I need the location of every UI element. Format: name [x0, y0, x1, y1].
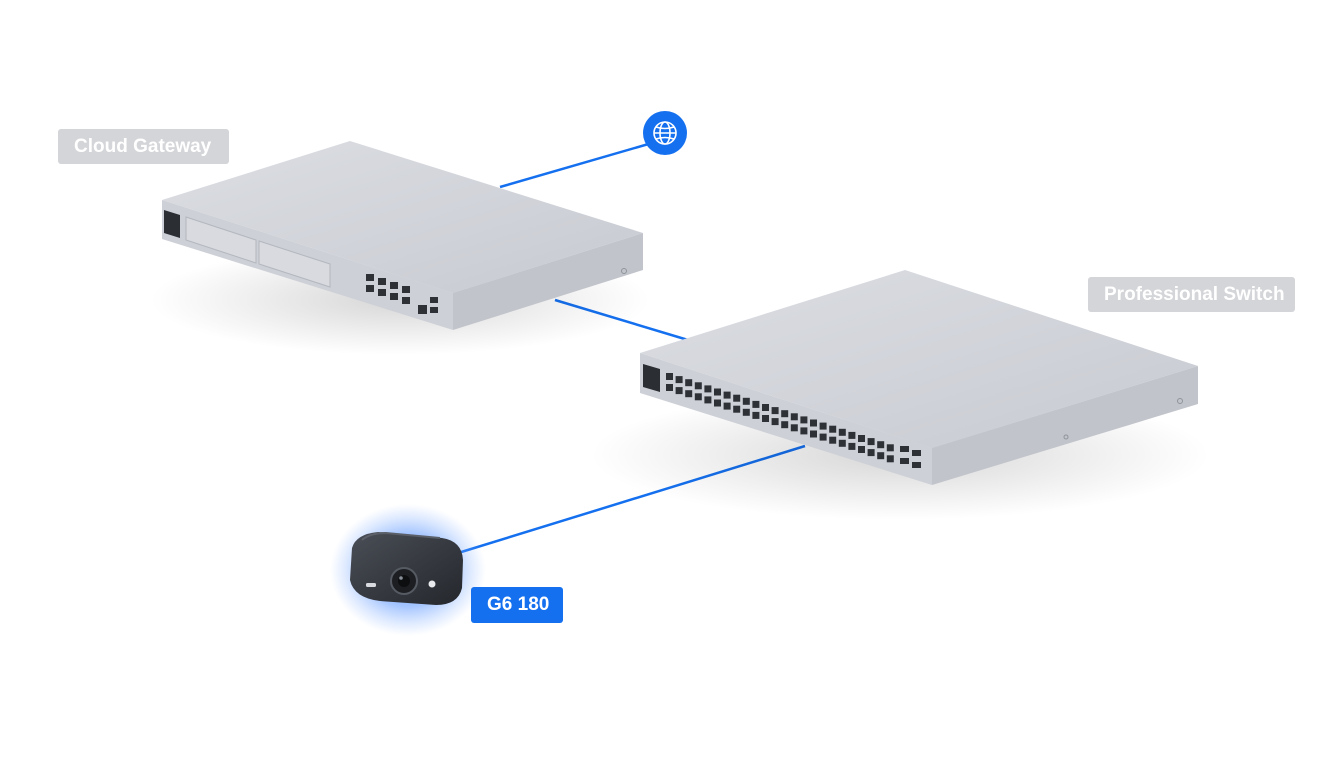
gateway-status-led	[621, 268, 627, 274]
switch-port	[771, 407, 779, 415]
switch-port	[752, 400, 760, 408]
professional-switch-label[interactable]: Professional Switch	[1088, 277, 1295, 312]
switch-port	[867, 438, 875, 446]
switch-port	[762, 404, 769, 411]
camera-brand-mark	[366, 583, 376, 587]
switch-port	[694, 393, 702, 401]
switch-port	[858, 435, 865, 442]
switch-port	[838, 428, 846, 436]
cloud-gateway-device	[150, 141, 650, 355]
switch-port	[733, 394, 741, 402]
switch-port	[838, 439, 846, 447]
switch-sfp-ports	[900, 446, 921, 468]
camera-top-ridge	[361, 531, 441, 541]
switch-port	[704, 396, 712, 404]
switch-port	[714, 388, 721, 396]
switch-top-face	[640, 270, 1198, 448]
switch-port	[886, 444, 894, 452]
switch-port	[666, 384, 673, 391]
switch-port	[829, 425, 837, 433]
switch-port	[877, 452, 885, 460]
switch-port	[781, 421, 789, 429]
switch-port	[848, 442, 856, 450]
gateway-side-face	[453, 233, 643, 330]
switch-status-led	[1177, 398, 1183, 404]
switch-port	[752, 411, 760, 419]
switch-port	[858, 446, 865, 453]
switch-port	[877, 441, 885, 449]
switch-port	[800, 427, 808, 435]
globe-icon	[653, 121, 677, 145]
switch-port	[819, 422, 827, 430]
switch-side-face	[932, 366, 1198, 485]
switch-port	[685, 390, 693, 398]
switch-port	[819, 433, 827, 441]
link-internet-gateway	[499, 141, 653, 189]
gateway-drive-bay-1	[185, 216, 257, 264]
switch-port	[685, 379, 693, 387]
switch-port	[714, 399, 721, 407]
switch-port	[867, 449, 875, 457]
switch-port	[742, 408, 750, 416]
switch-port	[723, 391, 731, 399]
g6-180-camera-label[interactable]: G6 180	[471, 587, 563, 623]
switch-port	[790, 413, 798, 421]
gateway-power-panel	[164, 210, 180, 238]
switch-port	[694, 382, 702, 390]
internet-node	[643, 111, 687, 155]
cloud-gateway-label[interactable]: Cloud Gateway	[58, 129, 229, 164]
switch-port	[790, 424, 798, 432]
camera-lens-highlight	[399, 576, 403, 580]
switch-port	[704, 385, 712, 393]
switch-port	[742, 397, 750, 405]
switch-vent-mark	[1063, 434, 1069, 440]
gateway-top-face	[162, 141, 643, 293]
gateway-sfp-ports	[418, 297, 438, 314]
gateway-ethernet-ports	[366, 274, 410, 304]
switch-display-panel	[643, 364, 660, 392]
switch-port	[810, 430, 817, 438]
switch-port	[800, 416, 808, 424]
switch-port	[771, 418, 779, 426]
switch-port	[733, 405, 741, 413]
switch-port	[723, 402, 731, 410]
switch-port	[810, 419, 817, 427]
switch-port	[675, 387, 683, 395]
switch-ethernet-ports	[666, 373, 894, 463]
gateway-drive-bay-2	[258, 240, 331, 288]
switch-port	[886, 455, 894, 463]
switch-port	[848, 431, 856, 439]
switch-port	[762, 415, 769, 422]
switch-port	[781, 410, 789, 418]
switch-port	[666, 373, 673, 380]
g6-180-camera-device	[330, 504, 486, 636]
professional-switch-device	[590, 270, 1210, 520]
switch-port	[675, 376, 683, 384]
switch-port	[829, 436, 837, 444]
camera-status-led	[428, 580, 436, 588]
